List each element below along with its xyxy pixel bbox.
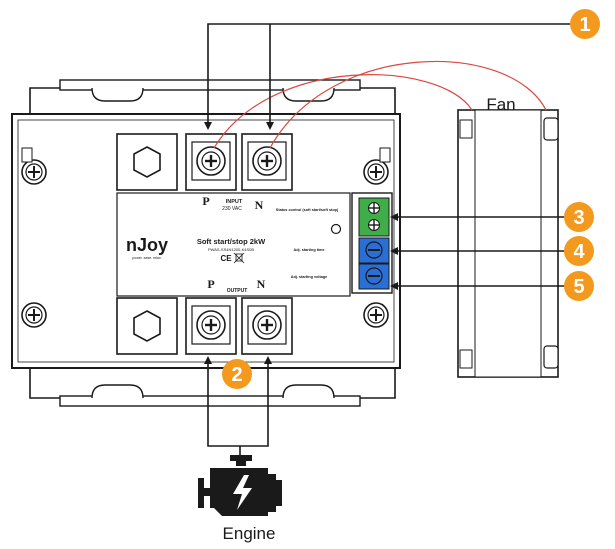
- callout-2: 2: [222, 359, 252, 389]
- output-terminal-screw-p: [196, 310, 226, 340]
- engine-icon: [198, 455, 282, 516]
- certification-marks: CE: [220, 254, 232, 263]
- callout-1-number: 1: [579, 14, 590, 36]
- callout-2-number: 2: [231, 364, 242, 386]
- callout-1: 1: [570, 9, 600, 39]
- brand-tagline: power. ease. relax.: [132, 256, 161, 260]
- adj-voltage-label: Adj. starting voltage: [291, 275, 328, 279]
- input-p-label: P: [202, 194, 209, 208]
- callout-3: 3: [564, 202, 594, 232]
- callout-3-number: 3: [573, 207, 584, 229]
- fan-label: Fan: [486, 95, 515, 114]
- callout-5: 5: [564, 271, 594, 301]
- fan-wires: [213, 60, 547, 149]
- status-control-label: Status control (soft start/soft stop): [276, 208, 339, 212]
- control-wires: [390, 213, 565, 290]
- mounting-screw-bottom-left: [21, 302, 47, 328]
- heatsink-base: [29, 79, 396, 407]
- mounting-screw-top-right: [363, 159, 389, 185]
- callout-4-number: 4: [573, 241, 585, 263]
- mounting-screw-bottom-right: [363, 302, 389, 328]
- callout-5-number: 5: [573, 276, 584, 298]
- starting-voltage-potentiometer[interactable]: [358, 263, 390, 290]
- callout-4: 4: [564, 236, 594, 266]
- product-title: Soft start/stop 2kW: [197, 237, 266, 246]
- status-control-terminal: [358, 197, 390, 237]
- output-wires: [204, 356, 272, 456]
- output-terminal-screw-n: [252, 310, 282, 340]
- input-terminal-screw-p: [196, 146, 226, 176]
- starting-time-potentiometer[interactable]: [358, 237, 390, 264]
- input-caption: INPUT: [226, 199, 243, 205]
- output-n-label: N: [257, 277, 266, 291]
- input-terminal-screw-n: [252, 146, 282, 176]
- adj-time-label: Adj. starting time: [293, 248, 324, 252]
- input-voltage: 230 VAC: [222, 206, 242, 212]
- input-wires: [204, 23, 570, 130]
- weee-bin-icon: [233, 252, 245, 264]
- input-n-label: N: [255, 198, 264, 212]
- brand-logo: nJoy: [126, 235, 168, 255]
- output-caption: OUTPUT: [227, 288, 248, 294]
- label-panel: [116, 192, 351, 297]
- output-p-label: P: [207, 277, 214, 291]
- mounting-screw-top-left: [21, 159, 47, 185]
- product-code: PWAS-SS4N1200-K4S0B: [208, 247, 254, 252]
- engine-label: Engine: [223, 524, 276, 543]
- fan: [457, 109, 559, 378]
